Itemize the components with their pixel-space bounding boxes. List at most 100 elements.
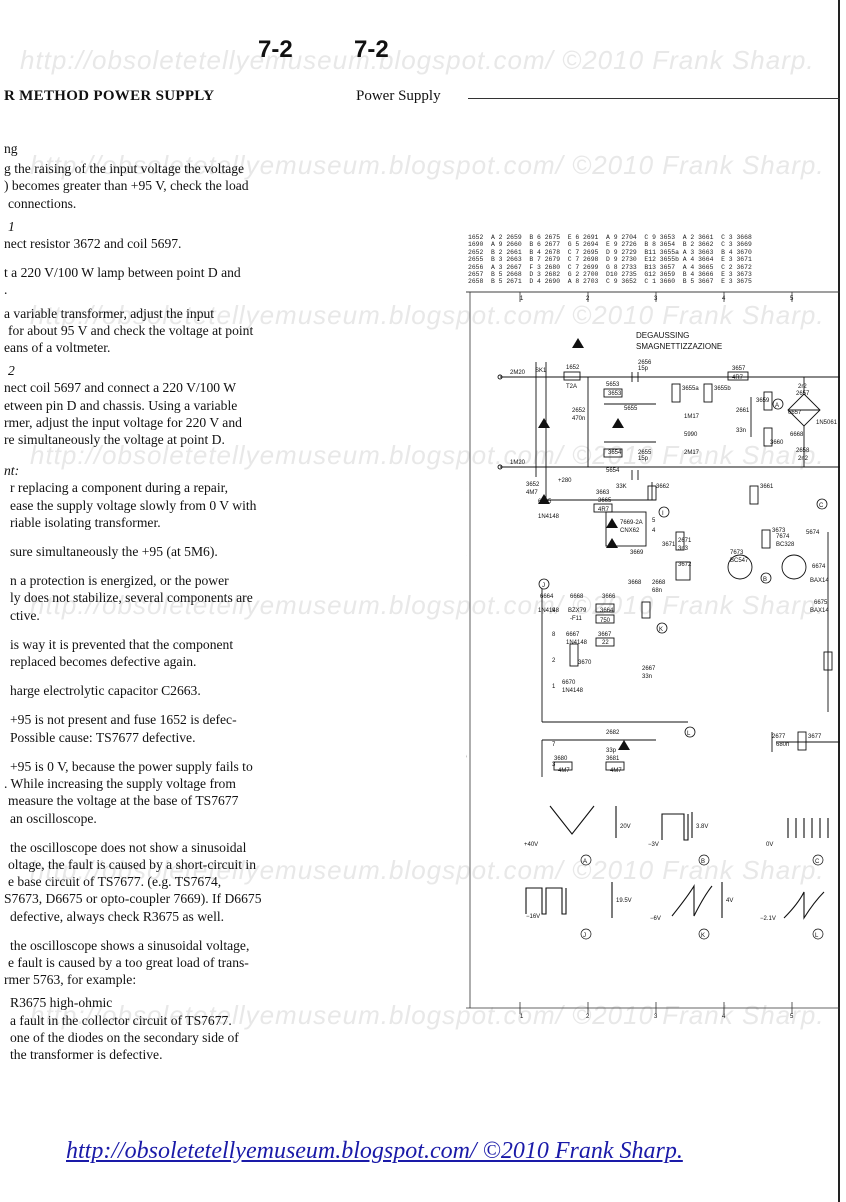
text-line: a fault in the collector circuit of TS76…	[10, 1012, 232, 1028]
cap-ref: 2657	[796, 391, 810, 397]
component-ref: 2M17	[684, 450, 700, 456]
resistor-ref: 3680	[554, 756, 568, 762]
text-line: sure simultaneously the +95 (at 5M6).	[10, 544, 218, 560]
pin-number: 9	[552, 608, 556, 614]
pin-number: 5	[652, 518, 656, 524]
transistor-ref: 7674	[776, 534, 790, 540]
page-edge	[838, 0, 840, 1202]
text-line: ng	[4, 141, 18, 156]
transistor-ref: 7673	[730, 550, 744, 556]
diode-ref: 1N5061	[816, 420, 838, 426]
watermark: http://obsoletetellyemuseum.blogspot.com…	[30, 300, 825, 330]
diode-ref: 6670	[562, 680, 576, 686]
resistor-value: 22	[602, 640, 609, 646]
resistor-ref: 3655a	[682, 386, 699, 392]
cap-ref: 2671	[678, 538, 692, 544]
text-line: 2	[8, 363, 15, 379]
grid-col-label: 1	[520, 296, 524, 302]
fuse-value: T2A	[566, 384, 577, 390]
grid-col-label: 2	[586, 296, 590, 302]
resistor-ref: 3681	[606, 756, 620, 762]
watermark: http://obsoletetellyemuseum.blogspot.com…	[30, 150, 825, 180]
diode-ref: 6668	[570, 594, 584, 600]
diode-value: -F11	[570, 616, 583, 622]
inductor-ref: 5653	[606, 382, 620, 388]
grid-col-label: 3	[654, 296, 658, 302]
waveform-label: K	[701, 933, 705, 939]
test-point-j: J	[542, 583, 545, 589]
resistor-ref: 3653	[608, 391, 622, 397]
watermark: http://obsoletetellyemuseum.blogspot.com…	[30, 440, 825, 470]
cap-ref: 2667	[642, 666, 656, 672]
text-line: g the raising of the input voltage the v…	[4, 161, 245, 177]
diode-value: 1N4148	[562, 688, 584, 694]
cap-value: 680n	[776, 742, 789, 748]
cap-value: 15p	[638, 456, 649, 462]
waveform-level: +40V	[524, 842, 538, 848]
component-ref: 5990	[684, 432, 698, 438]
grid-row-label: D	[466, 554, 467, 560]
transistor-value: BC547	[730, 558, 749, 564]
grid-col-label: 3	[654, 1014, 658, 1020]
text-line: ease the supply voltage slowly from 0 V …	[10, 497, 257, 513]
text-line: 1	[8, 218, 15, 234]
cap-ref: 2658	[796, 448, 810, 454]
text-line: e base circuit of TS7677. (e.g. TS7674,	[8, 874, 222, 890]
text-line: rmer 5763, for example:	[4, 972, 137, 988]
waveform-label: C	[815, 859, 820, 865]
waveform-level: −6V	[650, 916, 661, 922]
diode-ref: 6667	[566, 632, 580, 638]
resistor-value: 4M7	[558, 768, 570, 774]
text-line: harge electrolytic capacitor C2663.	[10, 683, 201, 699]
resistor-ref: 3677	[808, 734, 822, 740]
resistor-value: 4M7	[526, 490, 538, 496]
test-point-k: K	[659, 627, 663, 633]
text-column: ng g the raising of the input voltage th…	[4, 140, 304, 1063]
resistor-ref: 3668	[628, 580, 642, 586]
cap-ref: 2656	[638, 360, 652, 366]
inductor-ref: 5655	[624, 406, 638, 412]
diode-value: 1N4148	[538, 514, 560, 520]
watermark: http://obsoletetellyemuseum.blogspot.com…	[30, 590, 825, 620]
cap-ref: 6668	[790, 432, 804, 438]
resistor-ref: 3673	[772, 528, 786, 534]
text-line: replaced becomes defective again.	[10, 654, 197, 670]
inductor-ref: 5654	[606, 468, 620, 474]
fuse-label: 1M20	[510, 460, 526, 466]
resistor-ref: 3655b	[714, 386, 731, 392]
text-line: connections.	[8, 195, 77, 211]
footer-link[interactable]: http://obsoletetellyemuseum.blogspot.com…	[66, 1138, 683, 1164]
fuse-label: 2M20	[510, 370, 526, 376]
text-line: oltage, the fault is caused by a short-c…	[8, 856, 257, 872]
diode-value: BZX79	[568, 608, 587, 614]
waveform-label: A	[583, 859, 587, 865]
resistor-ref: 3669	[630, 550, 644, 556]
diode-ref: 6675	[814, 600, 828, 606]
resistor-ref: 3660	[770, 440, 784, 446]
cap-value: 470n	[572, 416, 585, 422]
resistor-value: 4M7	[610, 768, 622, 774]
cap-value: 33n	[642, 674, 652, 680]
text-line: riable isolating transformer.	[10, 514, 161, 530]
resistor-value: 4R7	[732, 375, 744, 381]
waveform-amplitude: 19.5V	[616, 898, 632, 904]
waveform-label: B	[701, 859, 705, 865]
pin-number: 4	[652, 528, 656, 534]
component-ref: 2r2	[798, 384, 807, 390]
pin-number: 1	[552, 684, 556, 690]
text-line: R3675 high-ohmic	[10, 995, 113, 1011]
text-line: etween pin D and chassis. Using a variab…	[4, 397, 238, 413]
resistor-ref: 3666	[602, 594, 616, 600]
grid-col-label: 4	[722, 1014, 726, 1020]
fuse-ref: 1652	[566, 365, 580, 371]
resistor-ref: 3670	[578, 660, 592, 666]
text-line: Possible cause: TS7677 defective.	[10, 729, 196, 745]
text-line: t a 220 V/100 W lamp between point D and	[4, 265, 241, 281]
cap-ref: 2652	[572, 408, 586, 414]
pin-number: 7	[552, 742, 556, 748]
text-line: eans of a voltmeter.	[4, 340, 111, 356]
resistor-ref: 3652	[526, 482, 540, 488]
diode-value: 1N4148	[538, 608, 560, 614]
resistor-ref: 3661	[760, 484, 774, 490]
